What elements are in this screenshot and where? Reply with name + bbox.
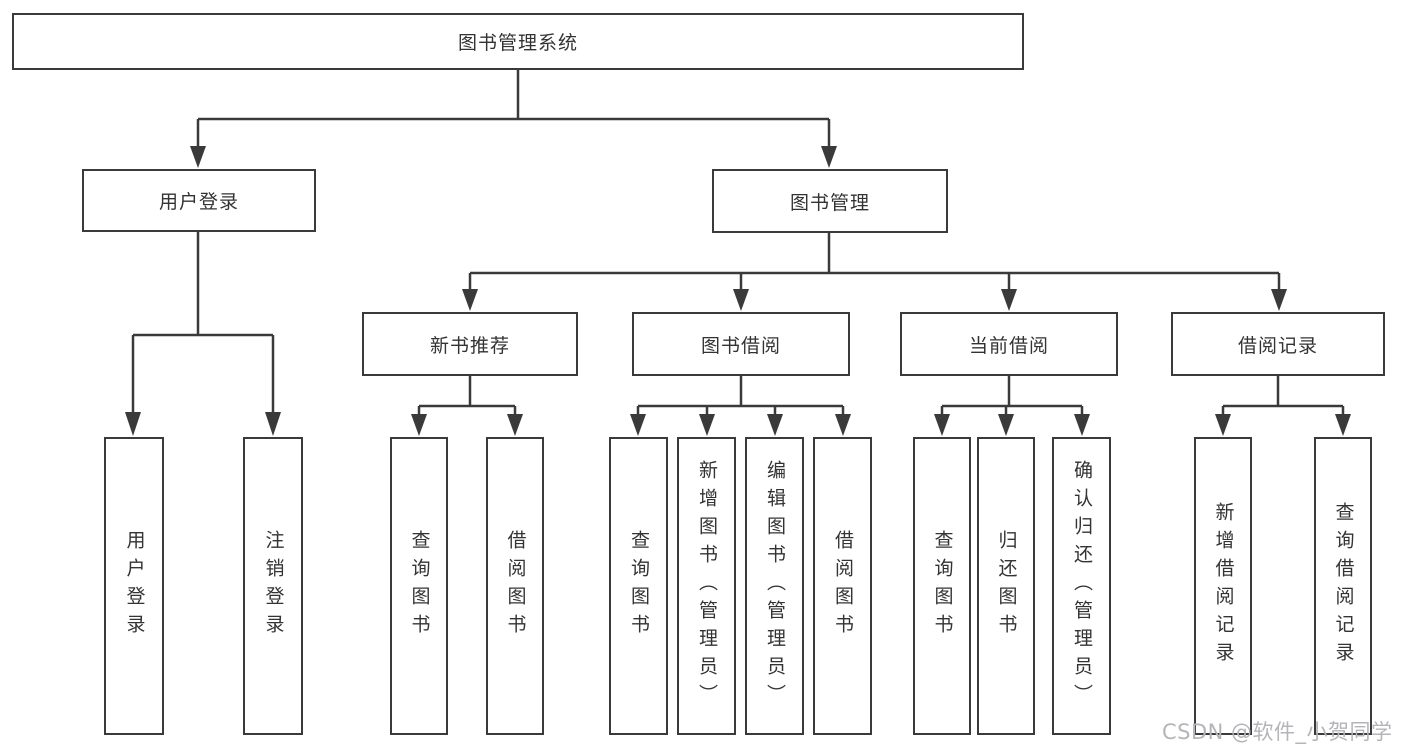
leaf-query-borrow-record: 查询借阅记录 — [1314, 437, 1372, 735]
leaf-borrow-books-borrow: 借阅图书 — [813, 437, 872, 735]
node-module-new-book-recommend: 新书推荐 — [362, 312, 578, 376]
leaf-query-books-borrow: 查询图书 — [609, 437, 668, 735]
node-branch-user-login: 用户登录 — [82, 169, 316, 232]
leaf-add-borrow-record: 新增借阅记录 — [1194, 437, 1252, 735]
leaf-confirm-return-admin: 确认归还（管理员） — [1052, 437, 1111, 735]
leaf-return-books: 归还图书 — [977, 437, 1035, 735]
leaf-query-books-recommend: 查询图书 — [390, 437, 448, 735]
node-branch-book-management: 图书管理 — [712, 169, 948, 233]
leaf-user-login: 用户登录 — [104, 437, 164, 735]
leaf-add-book-admin: 新增图书（管理员） — [677, 437, 736, 735]
watermark-text: CSDN @软件_小贺同学 — [1162, 720, 1393, 744]
node-module-book-borrow: 图书借阅 — [632, 312, 850, 376]
leaf-borrow-books-recommend: 借阅图书 — [486, 437, 544, 735]
node-root: 图书管理系统 — [12, 13, 1024, 70]
leaf-query-books-current: 查询图书 — [913, 437, 971, 735]
leaf-edit-book-admin: 编辑图书（管理员） — [745, 437, 804, 735]
node-module-current-borrow: 当前借阅 — [900, 312, 1118, 376]
leaf-logout: 注销登录 — [243, 437, 303, 735]
node-module-borrow-record: 借阅记录 — [1171, 312, 1385, 376]
